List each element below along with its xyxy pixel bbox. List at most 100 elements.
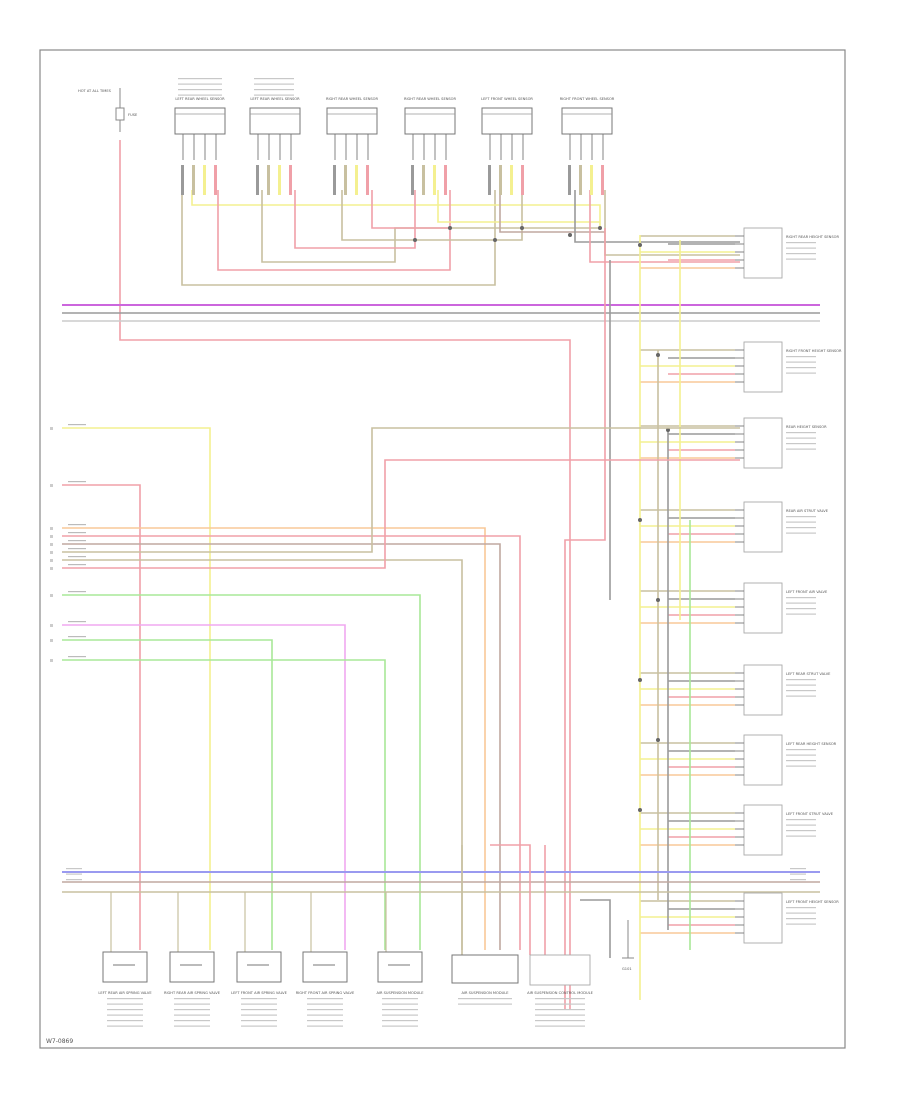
component-box — [743, 892, 783, 944]
bottom-component-text — [535, 1009, 585, 1011]
bottom-component-text — [382, 1003, 418, 1005]
right-component-text — [786, 754, 816, 756]
splice-dot — [638, 518, 642, 522]
left-wire-label — [68, 656, 86, 658]
top-connector-2: LEFT REAR WHEEL SENSOR — [249, 97, 301, 195]
left-wire-pin-mark — [50, 659, 53, 662]
right-component-text — [786, 613, 816, 615]
bottom-component-text — [535, 1003, 585, 1005]
top-connector-4: RIGHT REAR WHEEL SENSOR — [404, 97, 457, 195]
right-component-label: RIGHT REAR HEIGHT SENSOR — [786, 235, 839, 239]
right-component-6: LEFT REAR STRUT VALVE — [735, 664, 831, 716]
top-connector-text — [254, 94, 294, 96]
splice-dot — [638, 243, 642, 247]
bottom-component-text — [241, 1020, 277, 1022]
right-component-label: REAR HEIGHT SENSOR — [786, 425, 827, 429]
bottom-component-text — [382, 1009, 418, 1011]
bottom-component-text — [107, 1020, 143, 1022]
fuse-value: FUSE — [128, 113, 138, 117]
left-wire-brown — [62, 543, 501, 950]
left-wire-olive-2 — [62, 559, 463, 950]
bottom-component-text — [174, 1020, 210, 1022]
connector-body — [561, 107, 613, 135]
top-connector-label: RIGHT REAR WHEEL SENSOR — [326, 97, 379, 101]
component-box — [743, 227, 783, 279]
splice-dot — [448, 226, 452, 230]
connector-wire-stub — [344, 165, 347, 195]
harness-yellow-1 — [191, 190, 601, 228]
connector-wire-stub — [568, 165, 571, 195]
left-wire-label — [68, 556, 86, 558]
left-wire-pin-mark — [50, 543, 53, 546]
left-wire-pin-mark — [50, 639, 53, 642]
bottom-component-7: AIR SUSPENSION CONTROL MODULE — [527, 954, 594, 995]
bottom-component-3: LEFT FRONT AIR SPRING VALVE — [231, 951, 288, 995]
component-box — [743, 582, 783, 634]
left-wire-pink — [62, 624, 346, 950]
right-component-text — [786, 749, 816, 751]
component-box — [302, 951, 348, 983]
connector-wire-stub — [289, 165, 292, 195]
splice-dot — [493, 238, 497, 242]
bottom-component-text — [174, 1003, 210, 1005]
splice-dot — [656, 353, 660, 357]
connector-body — [404, 107, 456, 135]
right-component-text — [786, 907, 816, 909]
component-box — [743, 341, 783, 393]
bottom-component-text — [307, 1014, 343, 1016]
right-component-text — [786, 760, 816, 762]
bottom-component-text — [382, 1025, 418, 1027]
connector-wire-stub — [433, 165, 436, 195]
harness-olive-2 — [261, 190, 600, 263]
right-component-text — [786, 690, 816, 692]
connector-wire-stub — [192, 165, 195, 195]
connector-wire-stub — [590, 165, 593, 195]
top-connector-6: RIGHT FRONT WHEEL SENSOR — [560, 97, 615, 195]
harness-gray-1 — [574, 190, 740, 243]
top-connector-text — [178, 78, 222, 80]
ground-label: G101 — [622, 967, 632, 971]
component-box — [743, 417, 783, 469]
bottom-component-2: RIGHT REAR AIR SPRING VALVE — [164, 951, 221, 995]
right-component-text — [786, 824, 816, 826]
bottom-component-label: RIGHT FRONT AIR SPRING VALVE — [296, 991, 355, 995]
connector-body — [174, 107, 226, 135]
bottom-component-text — [174, 1009, 210, 1011]
left-wire-label-yellow — [68, 424, 86, 426]
component-box — [743, 804, 783, 856]
left-wire-pin-mark — [50, 427, 53, 430]
component-text — [113, 964, 135, 966]
bottom-component-text — [535, 1020, 585, 1022]
right-component-text — [786, 835, 816, 837]
left-wire-pin-mark — [50, 624, 53, 627]
bottom-component-5: AIR SUSPENSION MODULE — [376, 951, 424, 995]
right-component-text — [786, 356, 816, 358]
right-component-text — [786, 532, 816, 534]
left-wire-label — [68, 524, 86, 526]
component-text — [180, 964, 202, 966]
right-component-text — [786, 597, 816, 599]
bottom-component-6: AIR SUSPENSION MODULE — [451, 954, 519, 995]
connector-wire-stub — [411, 165, 414, 195]
trunk-red — [564, 228, 606, 1010]
right-component-text — [786, 437, 816, 439]
left-wire-green — [62, 594, 421, 950]
fuse-feed-wire — [119, 140, 571, 1010]
right-component-7: LEFT REAR HEIGHT SENSOR — [735, 734, 837, 786]
left-wire-pin-mark — [50, 594, 53, 597]
right-component-text — [786, 923, 816, 925]
bottom-component-text — [458, 998, 512, 1000]
bottom-component-text — [107, 1025, 143, 1027]
connector-wire-stub — [256, 165, 259, 195]
bottom-component-text — [307, 1020, 343, 1022]
connector-wire-stub — [278, 165, 281, 195]
connector-wire-stub — [521, 165, 524, 195]
connector-wire-stub — [444, 165, 447, 195]
bottom-component-text — [241, 1009, 277, 1011]
component-text — [388, 964, 410, 966]
bottom-component-text — [458, 1003, 512, 1005]
labels-layer — [50, 78, 816, 1027]
right-component-text — [786, 432, 816, 434]
fuse-label: HOT AT ALL TIMES — [78, 89, 112, 93]
